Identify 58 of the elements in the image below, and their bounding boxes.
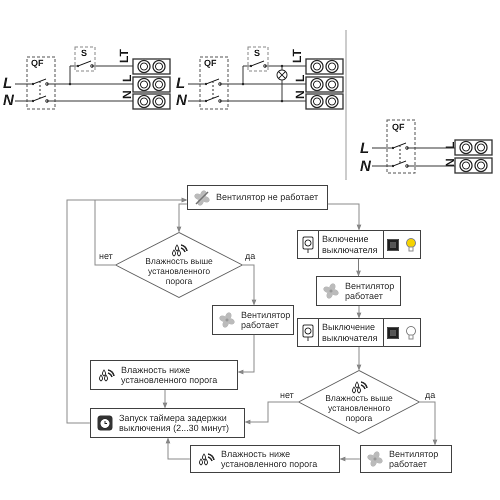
component-label: S [254,48,260,58]
wire-label: N [360,158,371,175]
process-box [360,445,452,473]
process-box [90,360,238,390]
decision-diamond [298,370,420,434]
component-label: QF [31,58,44,68]
process-box [90,408,245,438]
node-text: Влажность выше установленного порога [144,257,214,287]
terminal-label: N [443,158,457,167]
terminal-label: L [443,142,457,149]
arrow [356,346,362,371]
arrow [356,306,362,319]
component-label: S [81,48,88,58]
terminal-label: N [120,90,134,99]
terminal-label: L [293,74,307,82]
wire-label: N [3,92,14,109]
arrow [237,334,254,374]
node-text: Вентилятор работает [241,310,290,330]
arrow [176,204,188,233]
arrow [242,264,256,306]
process-box [316,276,401,306]
edge-label: нет [279,390,295,400]
node-text: Включение выключателя [322,234,378,255]
component-label: QF [204,58,216,68]
node-text: Выключение выключателя [322,322,378,343]
node-text: Вентилятор не работает [216,192,320,203]
wire-label: L [360,140,370,157]
decision-diamond [115,232,243,298]
arrow [162,390,168,409]
component-label: QF [392,122,404,132]
node-text: Влажность ниже установленного порога [121,364,218,386]
node-text: Влажность выше установленного порога [324,394,394,424]
node-text: Вентилятор работает [389,448,440,470]
edge-label: да [424,390,436,400]
node-text: Вентилятор работает [345,280,394,302]
arrow [66,198,188,424]
process-box [297,230,421,259]
terminal-label: LT [117,49,131,63]
arrow [339,456,360,462]
arrow [166,437,190,460]
process-box [297,318,421,347]
process-box [212,305,294,335]
process-box [190,445,340,473]
node-text: Влажность ниже установленного порога [221,448,318,470]
terminal-label: LT [290,49,304,63]
edge-label: да [244,251,256,261]
wire-label: L [3,75,12,92]
wire-label: N [176,92,187,109]
edge-label: нет [98,251,114,261]
terminal-label: N [293,90,307,99]
arrow [328,204,362,231]
arrow [420,402,438,446]
terminal-label: L [120,74,134,82]
arrow [244,402,298,424]
wire-label: L [176,75,186,92]
node-text: Запуск таймера задержки выключения (2...30 минут) [119,412,230,434]
arrow [356,258,361,277]
process-box [187,185,328,210]
